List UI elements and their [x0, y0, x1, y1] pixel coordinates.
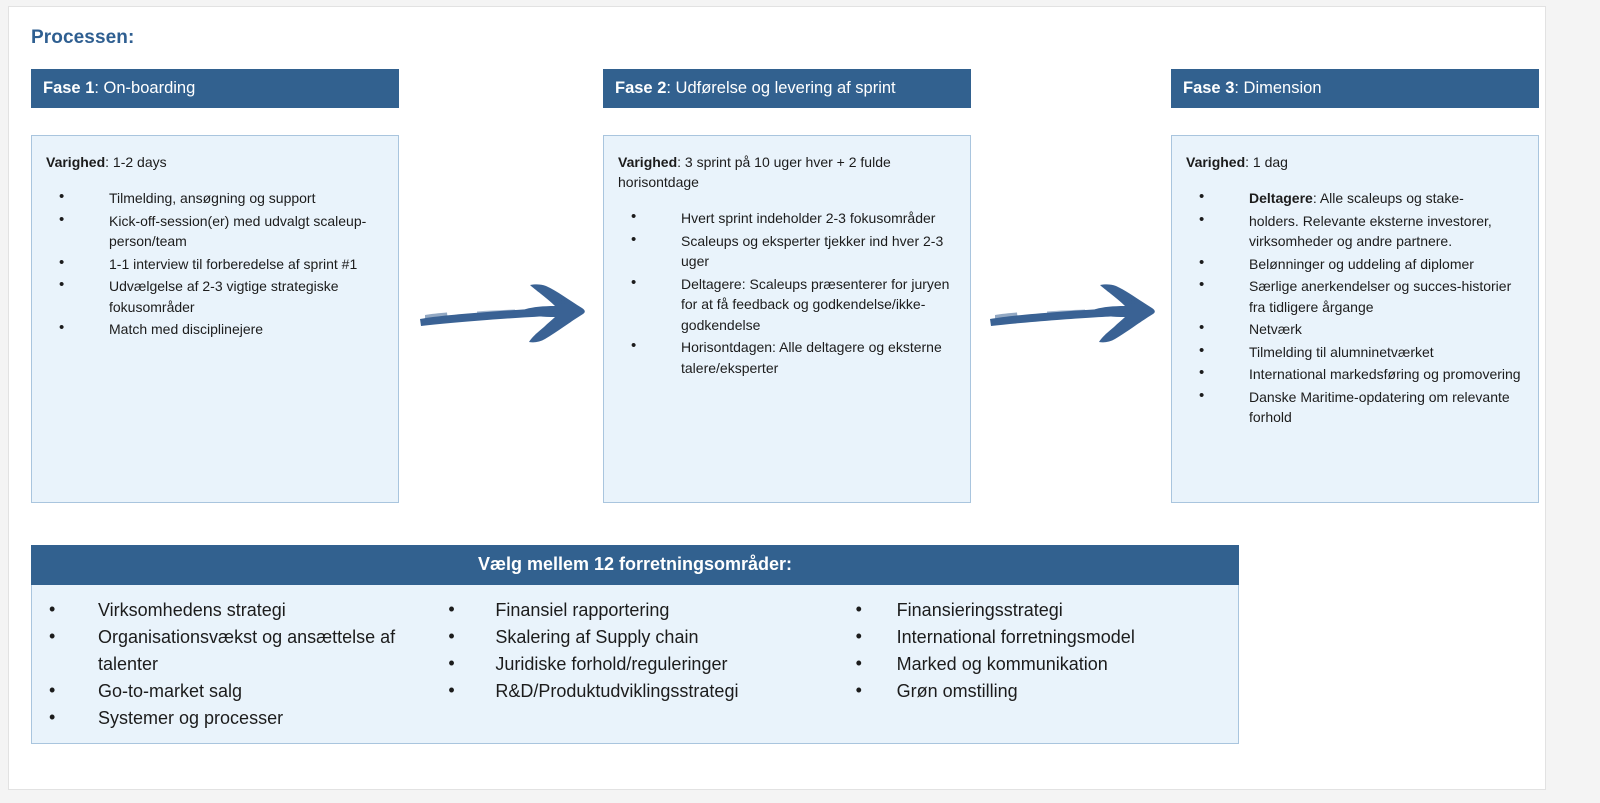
list-item-text: holders. Relevante eksterne investorer, …: [1249, 212, 1492, 250]
phase-2-duration-label: Varighed: [618, 154, 678, 170]
list-item: Skalering af Supply chain: [431, 623, 838, 651]
banner-column-3: Finansieringsstrategi International forr…: [839, 596, 1238, 727]
spacer: [618, 198, 956, 208]
spacer: [1186, 178, 1524, 188]
list-item: Deltagere: Alle scaleups og stake-: [1186, 187, 1524, 209]
list-item: Scaleups og eksperter tjekker ind hver 2…: [618, 230, 956, 272]
list-item: International markedsføring og promoveri…: [1186, 363, 1524, 385]
list-item: Belønninger og uddeling af diplomer: [1186, 253, 1524, 275]
phase-1-label: Fase 1: [43, 79, 95, 97]
slide-page: Processen: Fase 1: On-boarding Varighed:…: [8, 6, 1546, 790]
list-item: Hvert sprint indeholder 2-3 fokusområder: [618, 207, 956, 229]
list-item: Kick-off-session(er) med udvalgt scaleup…: [46, 210, 384, 252]
list-item-text: : Alle scaleups og stake-: [1312, 190, 1464, 206]
phase-2-label: Fase 2: [615, 79, 667, 97]
phase-3-duration-label: Varighed: [1186, 154, 1246, 170]
phase-2-duration-value: : 3 sprint på 10 uger hver + 2 fulde hor…: [618, 154, 891, 190]
list-item: Match med disciplinejere: [46, 318, 384, 340]
list-item: Systemer og processer: [32, 704, 431, 732]
list-item: Deltagere: Scaleups præsenterer for jury…: [618, 273, 956, 336]
phase-2-title: : Udførelse og levering af sprint: [666, 79, 896, 97]
list-item: Marked og kommunikation: [839, 650, 1238, 678]
phase-column-3: Fase 3: Dimension Varighed: 1 dag Deltag…: [1171, 69, 1539, 503]
phase-3-label: Fase 3: [1183, 79, 1235, 97]
phase-1-body: Varighed: 1-2 days Tilmelding, ansøgning…: [31, 135, 399, 503]
list-item: Grøn omstilling: [839, 677, 1238, 705]
phase-3-bullet-list: Deltagere: Alle scaleups og stake- holde…: [1186, 187, 1524, 428]
list-item: Tilmelding, ansøgning og support: [46, 187, 384, 209]
banner-column-1: Virksomhedens strategi Organisationsvæks…: [32, 596, 431, 731]
phase-3-duration: Varighed: 1 dag: [1186, 152, 1524, 172]
list-item-emphasis: Deltagere: [1249, 190, 1313, 206]
phase-2-duration: Varighed: 3 sprint på 10 uger hver + 2 f…: [618, 152, 956, 192]
phase-3-body: Varighed: 1 dag Deltagere: Alle scaleups…: [1171, 135, 1539, 503]
list-item: Organisationsvækst og ansættelse af tale…: [32, 623, 431, 678]
phase-column-2: Fase 2: Udførelse og levering af sprint …: [603, 69, 971, 503]
list-item: Finansieringsstrategi: [839, 596, 1238, 624]
business-area-list-2: Finansiel rapportering Skalering af Supp…: [431, 596, 838, 705]
phase-1-duration: Varighed: 1-2 days: [46, 152, 384, 172]
list-item: Tilmelding til alumninetværket: [1186, 341, 1524, 363]
list-item: International forretningsmodel: [839, 623, 1238, 651]
phase-1-duration-value: : 1-2 days: [105, 154, 167, 170]
list-item: Særlige anerkendelser og succes-historie…: [1186, 275, 1524, 317]
list-item-text: International markedsføring og promoveri…: [1249, 366, 1521, 382]
spacer: [46, 178, 384, 188]
list-item: Netværk: [1186, 318, 1524, 340]
banner-column-2: Finansiel rapportering Skalering af Supp…: [431, 596, 838, 727]
list-item: Juridiske forhold/reguleringer: [431, 650, 838, 678]
phase-3-duration-value: : 1 dag: [1245, 154, 1288, 170]
phase-1-duration-label: Varighed: [46, 154, 106, 170]
phase-3-title: : Dimension: [1234, 79, 1322, 97]
list-item: holders. Relevante eksterne investorer, …: [1186, 210, 1524, 252]
list-item: R&D/Produktudviklingsstrategi: [431, 677, 838, 705]
phase-3-header: Fase 3: Dimension: [1171, 69, 1539, 108]
list-item: Horisontdagen: Alle deltagere og ekstern…: [618, 336, 956, 378]
list-item: 1-1 interview til forberedelse af sprint…: [46, 253, 384, 275]
list-item: Udvælgelse af 2-3 vigtige strategiske fo…: [46, 275, 384, 317]
phase-1-bullet-list: Tilmelding, ansøgning og support Kick-of…: [46, 187, 384, 340]
phase-2-bullet-list: Hvert sprint indeholder 2-3 fokusområder…: [618, 207, 956, 378]
phase-column-1: Fase 1: On-boarding Varighed: 1-2 days T…: [31, 69, 399, 503]
list-item-text: Danske Maritime-opdatering om relevante …: [1249, 388, 1510, 426]
business-areas-banner: Vælg mellem 12 forretningsområder: Virks…: [31, 545, 1239, 744]
banner-title: Vælg mellem 12 forretningsområder:: [31, 545, 1239, 585]
phase-1-header: Fase 1: On-boarding: [31, 69, 399, 108]
phase-2-header: Fase 2: Udførelse og levering af sprint: [603, 69, 971, 108]
arrow-phase1-to-phase2-icon: [417, 275, 589, 353]
page-title: Processen:: [31, 27, 135, 48]
business-area-list-1: Virksomhedens strategi Organisationsvæks…: [32, 596, 431, 732]
list-item-text: Særlige anerkendelser og succes-historie…: [1249, 278, 1512, 315]
list-item: Virksomhedens strategi: [32, 596, 431, 624]
business-area-list-3: Finansieringsstrategi International forr…: [839, 596, 1238, 705]
banner-body: Virksomhedens strategi Organisationsvæks…: [31, 585, 1239, 744]
list-item: Danske Maritime-opdatering om relevante …: [1186, 386, 1524, 428]
phase-1-title: : On-boarding: [94, 79, 196, 97]
list-item-text: Netværk: [1249, 321, 1302, 337]
list-item-text: Belønninger og uddeling af diplomer: [1249, 255, 1474, 272]
list-item-text: Tilmelding til alumninetværket: [1249, 343, 1434, 360]
list-item: Go-to-market salg: [32, 677, 431, 705]
list-item: Finansiel rapportering: [431, 596, 838, 624]
arrow-phase2-to-phase3-icon: [987, 275, 1159, 353]
phase-2-body: Varighed: 3 sprint på 10 uger hver + 2 f…: [603, 135, 971, 503]
